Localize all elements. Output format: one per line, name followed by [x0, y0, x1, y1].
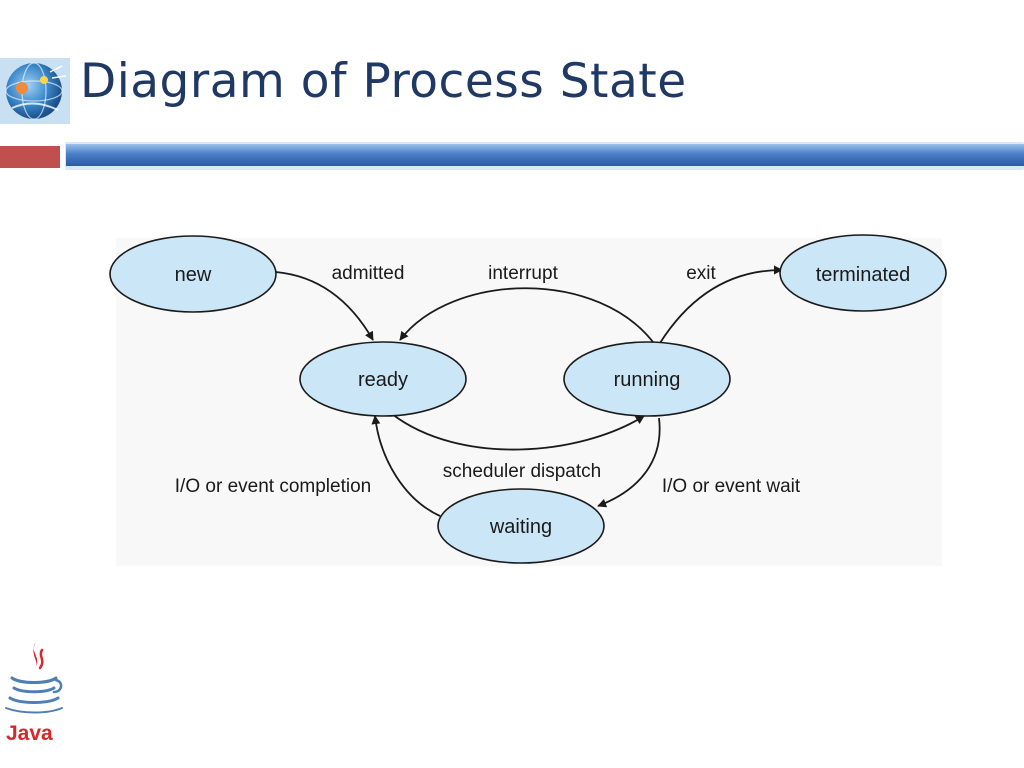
edge-io-event-wait — [597, 417, 661, 508]
state-ready-label: ready — [358, 369, 408, 391]
edge-interrupt — [399, 287, 657, 347]
edge-admitted — [275, 271, 374, 341]
edge-io-event-completion — [371, 415, 441, 517]
edge-scheduler-dispatch — [391, 413, 645, 451]
globe-logo — [0, 58, 70, 124]
state-waiting-label: waiting — [489, 516, 552, 538]
state-running: running — [563, 341, 731, 417]
label-scheduler-dispatch: scheduler dispatch — [443, 461, 601, 482]
edge-exit — [659, 265, 783, 344]
label-interrupt: interrupt — [488, 263, 558, 284]
label-io-event-completion: I/O or event completion — [175, 476, 371, 497]
label-exit: exit — [686, 263, 716, 284]
label-admitted: admitted — [332, 263, 405, 284]
state-running-label: running — [614, 369, 681, 391]
accent-block — [0, 146, 60, 168]
state-ready: ready — [299, 341, 467, 417]
java-logo: Java — [5, 642, 63, 745]
accent-bar — [66, 144, 1024, 166]
state-waiting: waiting — [437, 488, 605, 564]
title-divider-bar — [0, 142, 1024, 170]
state-terminated: terminated — [779, 234, 947, 312]
slide-title: Diagram of Process State — [80, 54, 687, 109]
label-io-event-wait: I/O or event wait — [662, 476, 801, 497]
state-new: new — [109, 235, 277, 313]
state-new-label: new — [175, 264, 212, 286]
java-logo-text: Java — [6, 722, 53, 745]
state-terminated-label: terminated — [816, 264, 911, 286]
